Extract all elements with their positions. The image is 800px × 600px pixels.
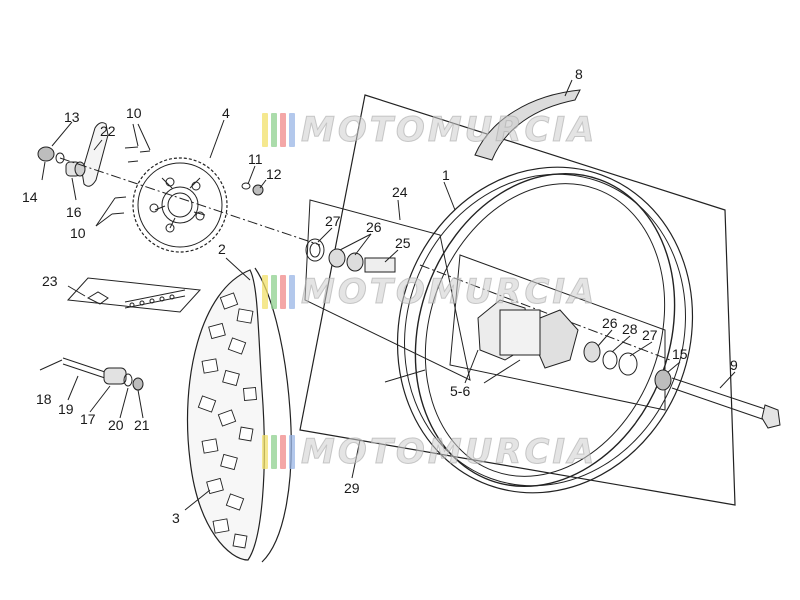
bearing-26b [583, 341, 601, 363]
watermark-bottom: MOTOMURCIA [262, 432, 598, 473]
rear-sprocket [132, 157, 228, 253]
watermark-bar [271, 275, 277, 309]
watermark-bar [262, 435, 268, 469]
axle-head [761, 404, 781, 429]
callout-1: 1 [442, 167, 450, 183]
rim-tape [474, 89, 581, 161]
watermark-top: MOTOMURCIA [262, 110, 598, 151]
spacer-25 [364, 257, 396, 273]
axle-rod [62, 357, 106, 373]
callout-11: 11 [248, 151, 263, 167]
spacer-15 [654, 369, 672, 391]
callout-21: 21 [134, 417, 150, 433]
callout-10-bottom: 10 [70, 225, 86, 241]
callout-10-top: 10 [126, 105, 142, 121]
chain-adjuster [81, 122, 109, 187]
callout-13: 13 [64, 109, 80, 125]
chain-links [86, 289, 186, 309]
callout-20: 20 [108, 417, 124, 433]
watermark-bar [289, 113, 295, 147]
callout-17: 17 [80, 411, 96, 427]
circlip-28 [602, 350, 618, 370]
callout-26-right: 26 [602, 315, 618, 331]
callout-25: 25 [395, 235, 411, 251]
hub [477, 299, 579, 369]
watermark-text: MOTOMURCIA [300, 272, 598, 313]
bearing-26a [328, 248, 346, 268]
callout-24: 24 [392, 184, 408, 200]
rim-hub-inner-box [449, 254, 666, 411]
callout-28: 28 [622, 321, 638, 337]
callout-23: 23 [42, 273, 58, 289]
callout-18: 18 [36, 391, 52, 407]
watermark-logo-bars [262, 435, 295, 469]
callout-14: 14 [22, 189, 38, 205]
tire [186, 267, 292, 563]
watermark-logo-bars [262, 113, 295, 147]
callout-26-left: 26 [366, 219, 382, 235]
callout-8: 8 [575, 66, 583, 82]
watermark-bar [280, 435, 286, 469]
callout-22: 22 [100, 123, 116, 139]
callout-15: 15 [672, 346, 688, 362]
watermark-bar [289, 275, 295, 309]
callout-27-left: 27 [325, 213, 341, 229]
sprocket-bolts [111, 146, 151, 215]
watermark-bar [280, 275, 286, 309]
callout-3: 3 [172, 510, 180, 526]
seal-27b [618, 352, 638, 376]
callout-12: 12 [266, 166, 282, 182]
watermark-bar [271, 113, 277, 147]
callout-5-6: 5-6 [450, 383, 471, 399]
callout-19: 19 [58, 401, 74, 417]
callout-16: 16 [66, 204, 82, 220]
watermark-text: MOTOMURCIA [300, 432, 598, 473]
seal-27a [305, 238, 325, 262]
watermark-bar [280, 113, 286, 147]
watermark-bar [271, 435, 277, 469]
wheel-assembly-box [299, 94, 736, 506]
callout-4: 4 [222, 105, 230, 121]
callout-9: 9 [730, 357, 738, 373]
watermark-middle: MOTOMURCIA [262, 272, 598, 313]
watermark-bar [262, 275, 268, 309]
watermark-text: MOTOMURCIA [300, 110, 598, 151]
chain-link-box [66, 277, 202, 313]
nut-13 [37, 146, 55, 162]
watermark-bar [289, 435, 295, 469]
watermark-bar [262, 113, 268, 147]
watermark-logo-bars [262, 275, 295, 309]
nut-21 [132, 377, 144, 391]
spacer-17 [103, 367, 127, 385]
callout-2: 2 [218, 241, 226, 257]
callout-27-right: 27 [642, 327, 658, 343]
hub-assembly-box [304, 199, 471, 381]
callout-29: 29 [344, 480, 360, 496]
